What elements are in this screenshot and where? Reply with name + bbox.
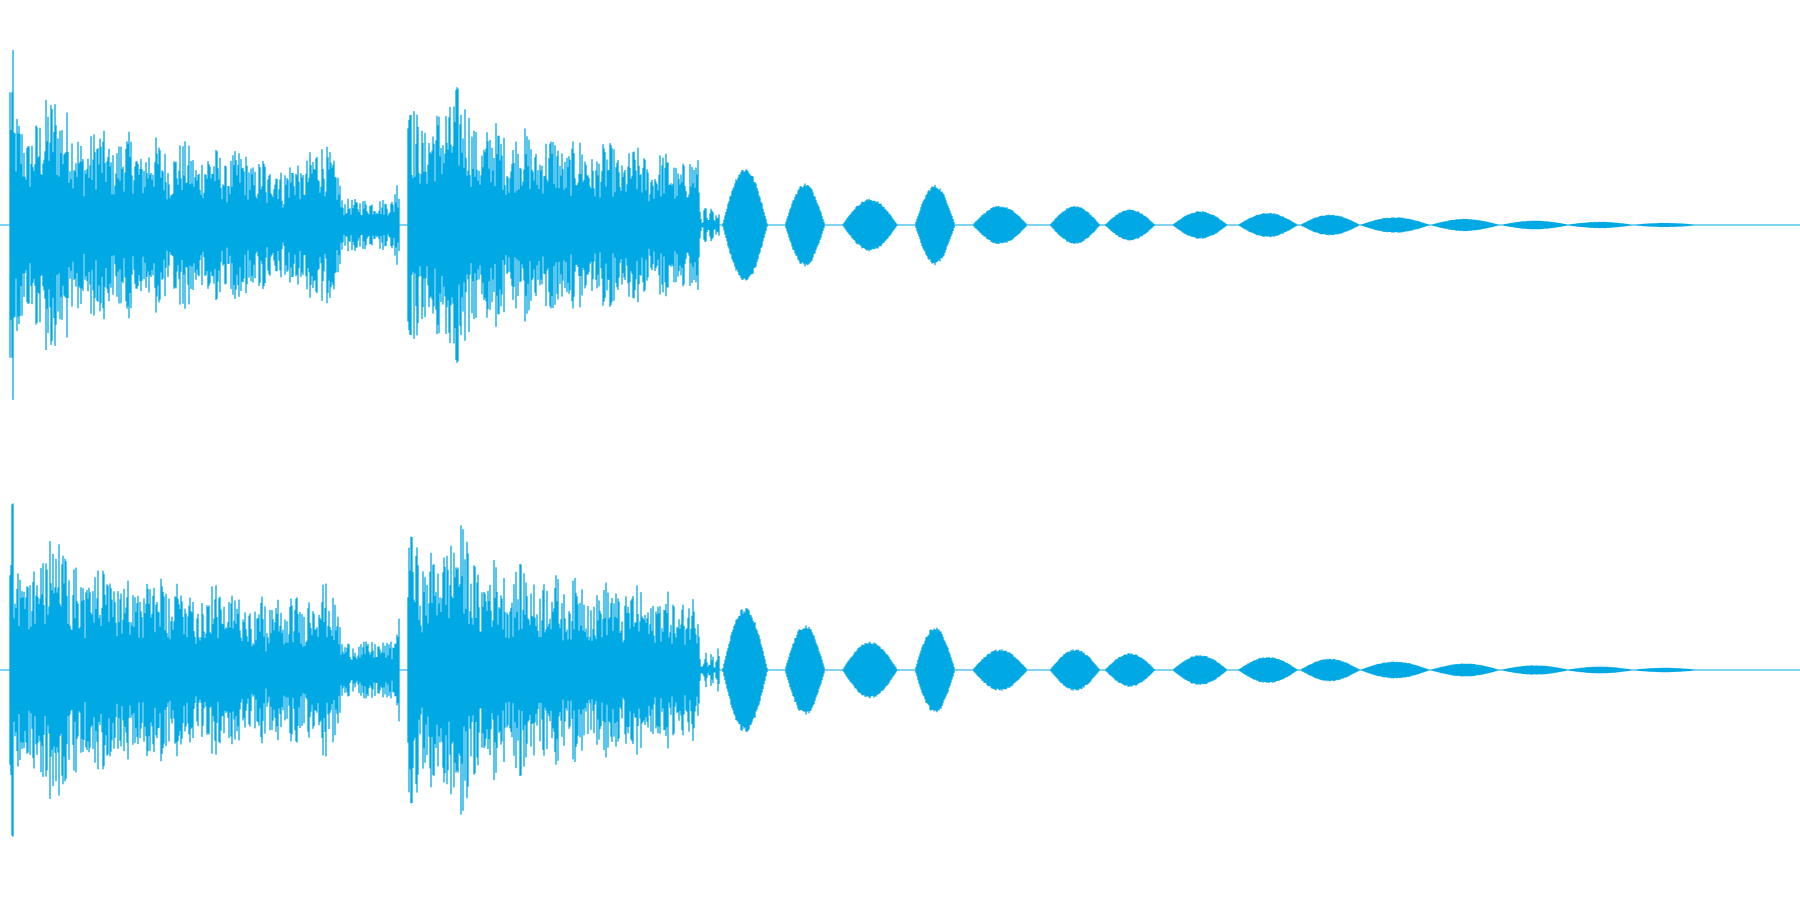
waveform-channel-2-plot (0, 503, 1800, 837)
waveform-signal (9, 50, 1695, 400)
waveform-channel-1 (0, 40, 1800, 410)
waveform-channel-2 (0, 470, 1800, 870)
waveform-signal (9, 503, 1695, 837)
waveform-channel-1-plot (0, 50, 1800, 400)
